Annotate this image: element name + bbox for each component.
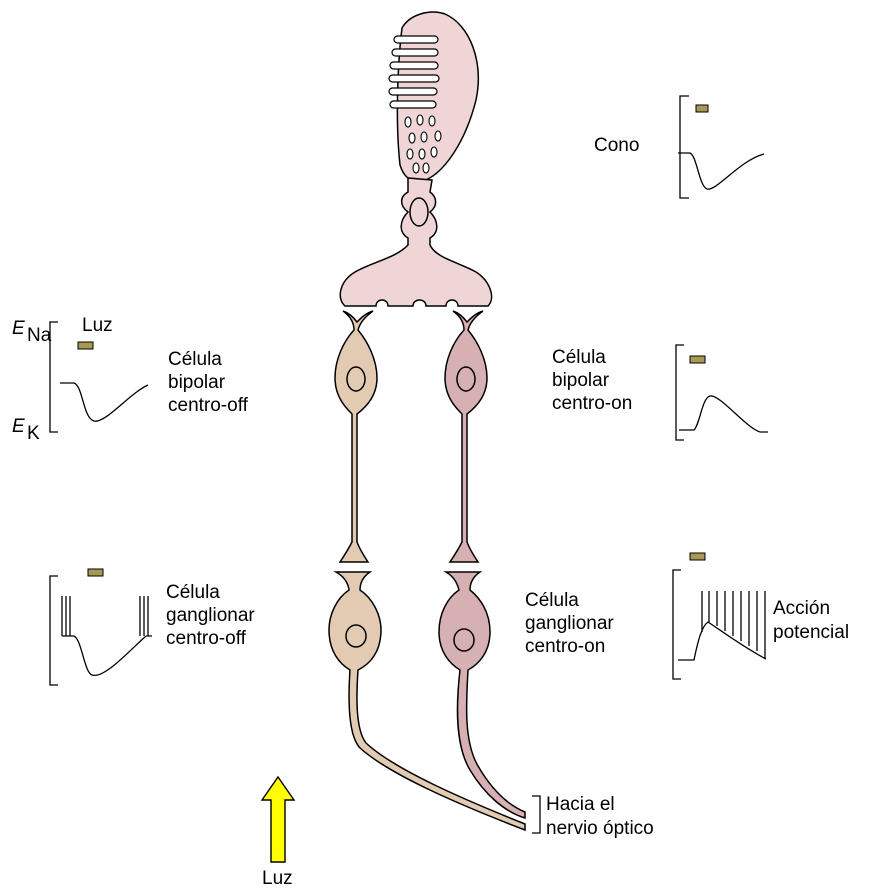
label-bipolar-off: Célula bipolar centro-off [168, 349, 249, 416]
label-cone: Cono [594, 135, 639, 156]
label-ganglion-off: Célula ganglionar centro-off [166, 582, 255, 649]
stimulus-bar-cone [696, 105, 708, 112]
label-e-k: E K [12, 416, 40, 444]
cone-cell [340, 12, 491, 306]
bipolar-on-cell [445, 311, 487, 562]
svg-text:ganglionar: ganglionar [166, 605, 255, 626]
ganglion-off-response-trace [50, 569, 152, 685]
stimulus-bar-bipolar-off [78, 342, 93, 349]
label-optic-nerve: Hacia el nervio óptico [546, 794, 654, 839]
svg-text:centro-off: centro-off [166, 628, 247, 649]
bipolar-off-cell [335, 311, 377, 562]
cone-cell-body [340, 178, 491, 306]
label-bipolar-on: Célula bipolar centro-on [552, 347, 632, 414]
svg-text:Hacia el: Hacia el [546, 794, 615, 815]
label-e-na: E Na [12, 318, 52, 346]
svg-text:bipolar: bipolar [168, 372, 226, 393]
stimulus-bar-ganglion-on [690, 553, 705, 560]
svg-text:Acción: Acción [773, 598, 830, 619]
svg-text:Célula: Célula [525, 590, 579, 611]
svg-text:Célula: Célula [168, 349, 222, 370]
ganglion-on-response-trace [673, 553, 766, 679]
svg-text:Célula: Célula [552, 347, 606, 368]
svg-text:nervio óptico: nervio óptico [546, 818, 654, 839]
cone-nucleus [410, 198, 428, 226]
svg-text:E: E [12, 416, 25, 437]
svg-text:centro-off: centro-off [168, 395, 249, 416]
light-arrow-icon [262, 777, 294, 862]
svg-text:potencial: potencial [773, 622, 849, 643]
svg-text:E: E [12, 318, 25, 339]
svg-text:Célula: Célula [166, 582, 220, 603]
label-light-top: Luz [82, 315, 113, 336]
svg-text:Na: Na [27, 325, 52, 346]
ganglion-on-cell [439, 572, 525, 818]
stimulus-bar-ganglion-off [88, 569, 103, 576]
bipolar-off-response-trace [50, 322, 148, 432]
stimulus-bar-bipolar-on [690, 356, 705, 363]
svg-text:bipolar: bipolar [552, 370, 610, 391]
cone-response-trace [678, 96, 764, 198]
svg-text:K: K [27, 423, 40, 444]
svg-text:centro-on: centro-on [552, 393, 632, 414]
label-light-bottom: Luz [262, 868, 293, 889]
optic-nerve-bracket [532, 796, 540, 833]
label-ganglion-on: Célula ganglionar centro-on [525, 590, 614, 657]
svg-text:ganglionar: ganglionar [525, 613, 614, 634]
bipolar-on-response-trace [676, 345, 768, 440]
label-action-potential: Acción potencial [773, 598, 849, 643]
svg-text:centro-on: centro-on [525, 636, 605, 657]
